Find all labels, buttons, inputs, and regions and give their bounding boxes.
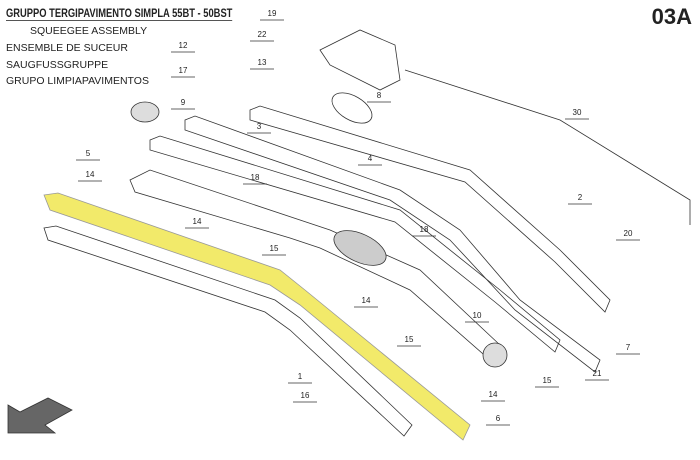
callout-21: 21	[593, 369, 602, 378]
callout-13: 13	[258, 58, 267, 67]
callout-6: 6	[496, 414, 501, 423]
direction-arrow-icon	[7, 397, 73, 434]
subtitle-de: SAUGFUSSGRUPPE	[6, 59, 109, 71]
callout-15: 15	[270, 244, 279, 253]
callout-2: 2	[578, 193, 583, 202]
callout-7: 7	[626, 343, 631, 352]
callout-1: 1	[298, 372, 303, 381]
callout-3: 3	[257, 122, 262, 131]
callout-9: 9	[181, 98, 186, 107]
callout-14: 14	[193, 217, 202, 226]
leader-30	[404, 69, 691, 225]
wheel-10	[482, 342, 508, 368]
callout-17: 17	[179, 66, 188, 75]
callout-15: 15	[405, 335, 414, 344]
callout-10: 10	[473, 311, 482, 320]
callout-14: 14	[362, 296, 371, 305]
callout-19: 19	[268, 9, 277, 18]
page-code: 03A	[651, 4, 692, 29]
suction-cover	[319, 29, 401, 91]
callout-4: 4	[368, 154, 373, 163]
callout-20: 20	[624, 229, 633, 238]
rear-blade-rail	[184, 115, 601, 373]
gasket-8	[331, 92, 373, 124]
callout-22: 22	[258, 30, 267, 39]
subtitle-es: GRUPO LIMPIAPAVIMENTOS	[6, 75, 149, 87]
rear-blade-2	[249, 105, 611, 313]
diagram-title: GRUPPO TERGIPAVIMENTO SIMPLA 55BT - 50BS…	[6, 6, 233, 21]
callout-14: 14	[489, 390, 498, 399]
port-plate	[333, 230, 387, 266]
callout-8: 8	[377, 91, 382, 100]
subtitle-en: SQUEEGEE ASSEMBLY	[30, 25, 148, 37]
subtitle-fr: ENSEMBLE DE SUCEUR	[6, 42, 128, 54]
callout-5: 5	[86, 149, 91, 158]
blade-1	[43, 225, 413, 437]
callout-18: 18	[420, 225, 429, 234]
callout-14: 14	[86, 170, 95, 179]
callout-16: 16	[301, 391, 310, 400]
callout-15: 15	[543, 376, 552, 385]
blade-6-highlight	[43, 192, 471, 441]
wheel-9	[130, 101, 160, 123]
callout-30: 30	[573, 108, 582, 117]
rear-blade-7	[149, 135, 561, 353]
callout-18: 18	[251, 173, 260, 182]
callout-12: 12	[179, 41, 188, 50]
